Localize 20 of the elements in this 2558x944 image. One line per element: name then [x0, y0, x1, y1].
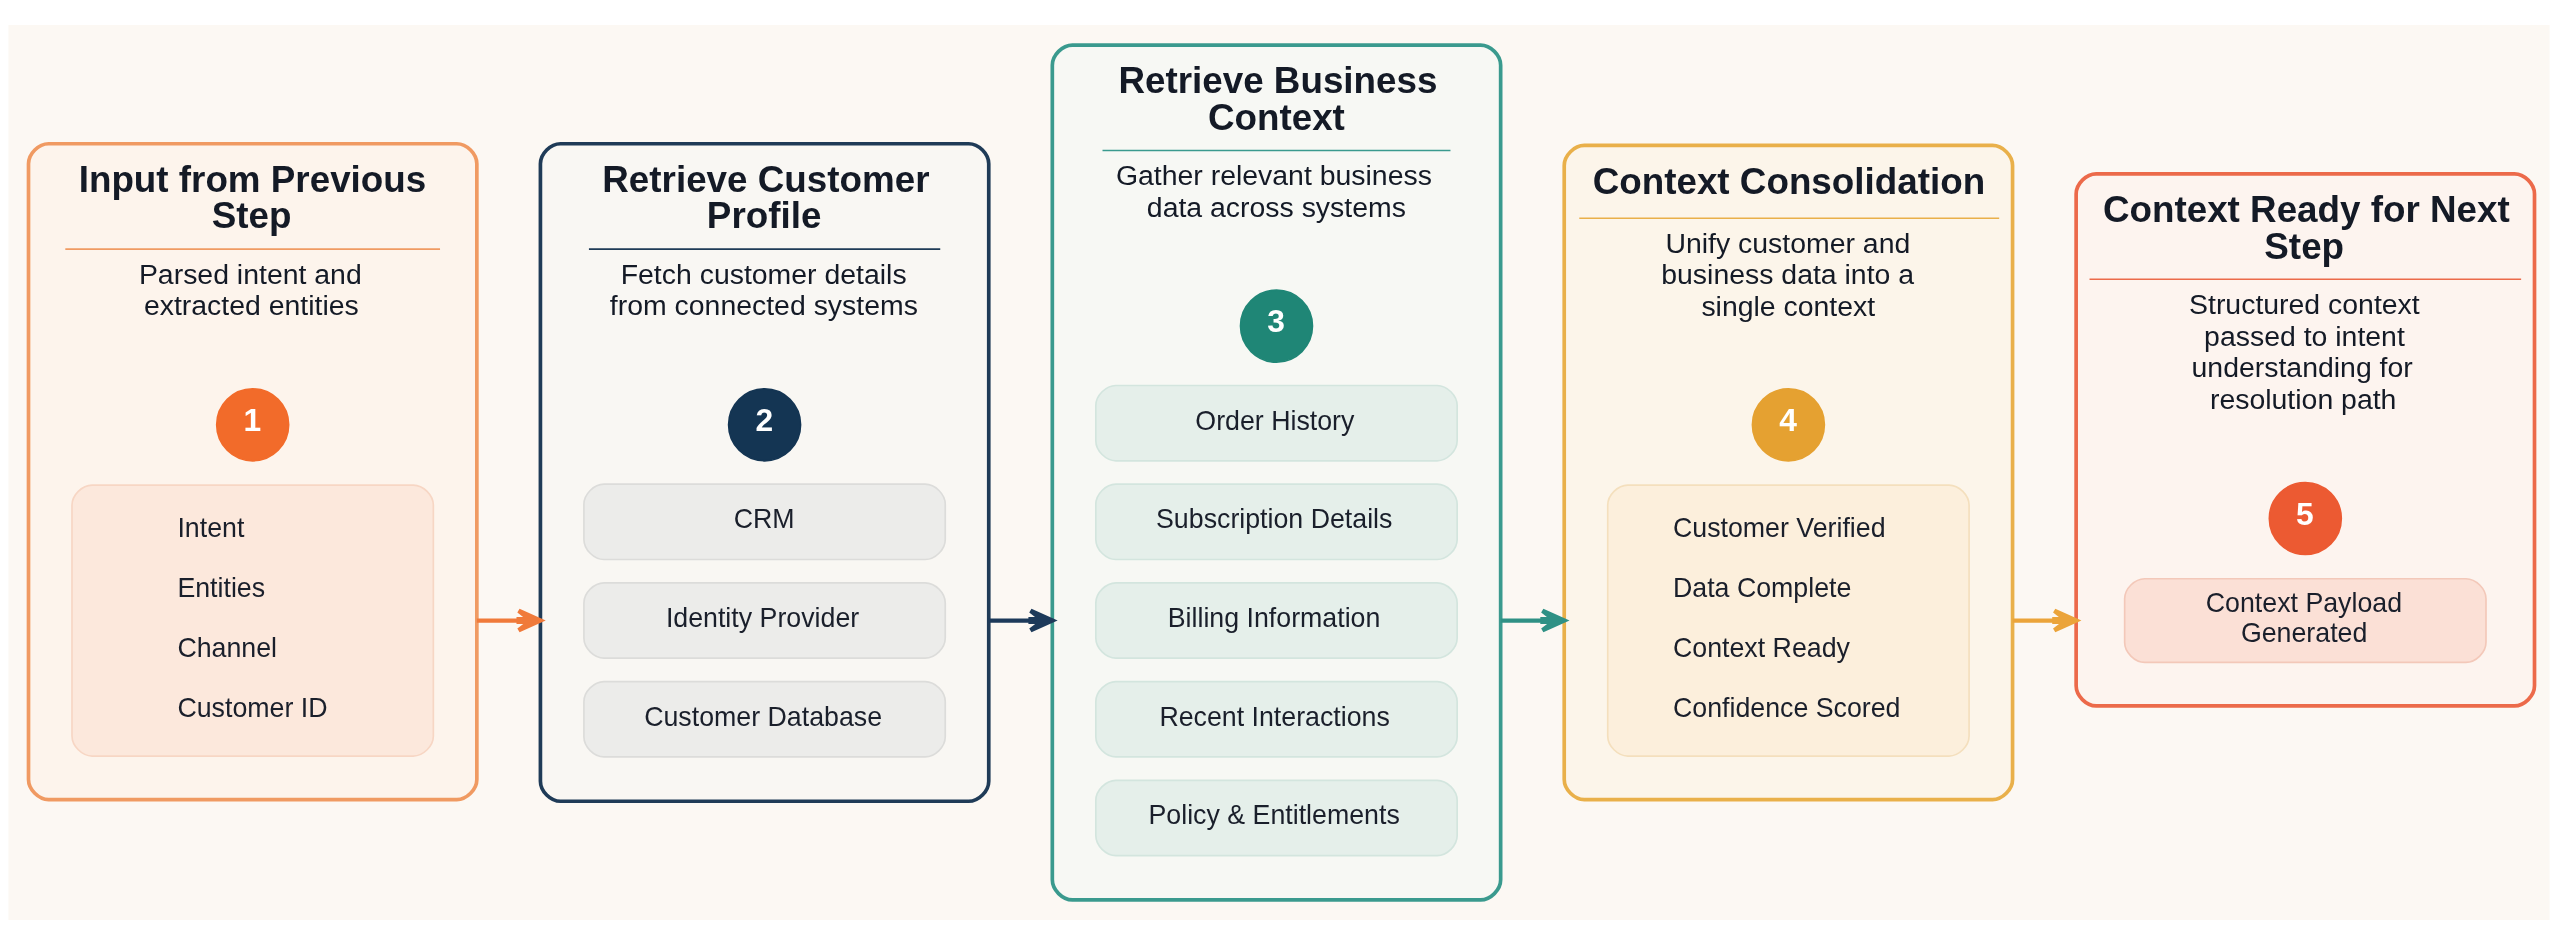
arrow	[476, 608, 543, 632]
node-box: Identity Provider	[583, 581, 947, 659]
arrow	[988, 608, 1055, 632]
node-box: Policy & Entitlements	[1095, 778, 1458, 856]
node-box: Recent Interactions	[1095, 680, 1458, 758]
node-circle: 5	[2268, 481, 2343, 555]
node-box: CRM	[583, 482, 947, 560]
node-circle: 1	[215, 387, 290, 462]
node-box: Customer Verified Data Complete Context Ready Confidence Scored	[1606, 483, 1970, 757]
arrow	[1500, 608, 1567, 632]
node-box: Order History	[1095, 384, 1458, 462]
node-box: Intent Entities Channel Customer ID	[71, 483, 435, 757]
node-box: Context Payload Generated	[2123, 577, 2487, 663]
node-circle: 4	[1751, 387, 1826, 462]
node-box: Subscription Details	[1095, 482, 1458, 560]
arrow	[2012, 608, 2079, 632]
node-box: Billing Information	[1095, 581, 1458, 659]
node-circle: 3	[1239, 288, 1314, 363]
node-circle: 2	[727, 387, 802, 462]
node-box: Customer Database	[583, 680, 947, 758]
